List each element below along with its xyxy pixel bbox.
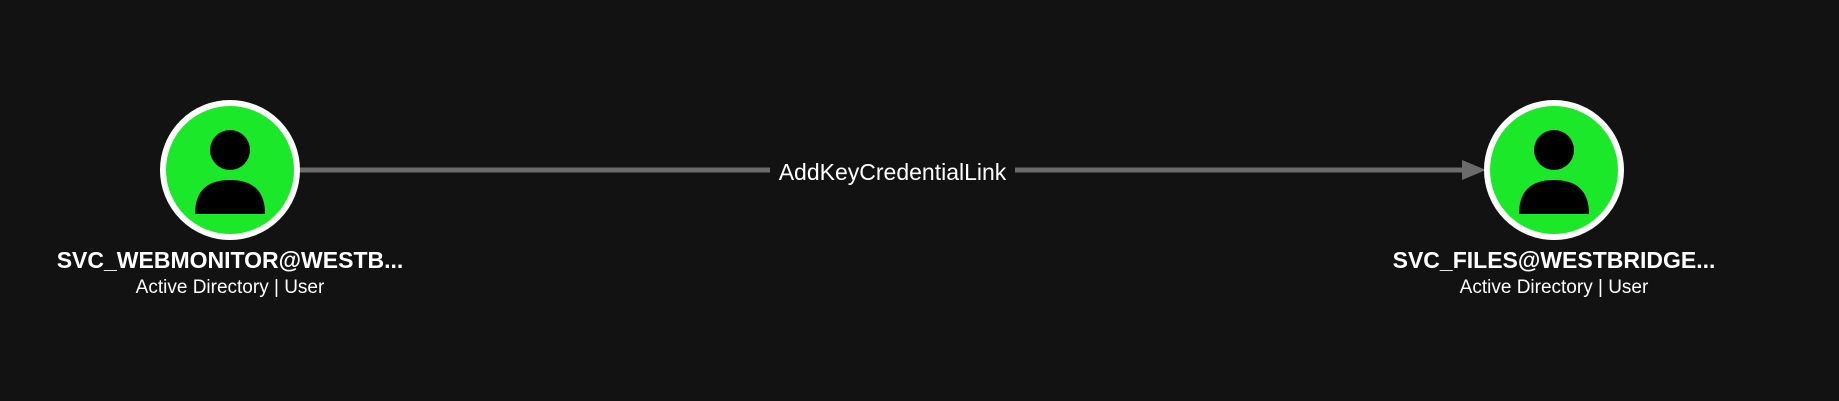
user-icon: [1519, 130, 1589, 214]
edge-arrowhead: [1462, 160, 1486, 180]
source-node-title: SVC_WEBMONITOR@WESTB...: [56, 247, 404, 273]
source-node-subtitle: Active Directory | User: [135, 277, 325, 298]
target-node[interactable]: [1484, 100, 1624, 240]
edge-label[interactable]: AddKeyCredentialLink: [770, 156, 1015, 188]
target-node-title: SVC_FILES@WESTBRIDGE...: [1392, 247, 1716, 273]
user-icon: [195, 130, 265, 214]
target-node-subtitle: Active Directory | User: [1459, 277, 1649, 298]
source-node[interactable]: [160, 100, 300, 240]
